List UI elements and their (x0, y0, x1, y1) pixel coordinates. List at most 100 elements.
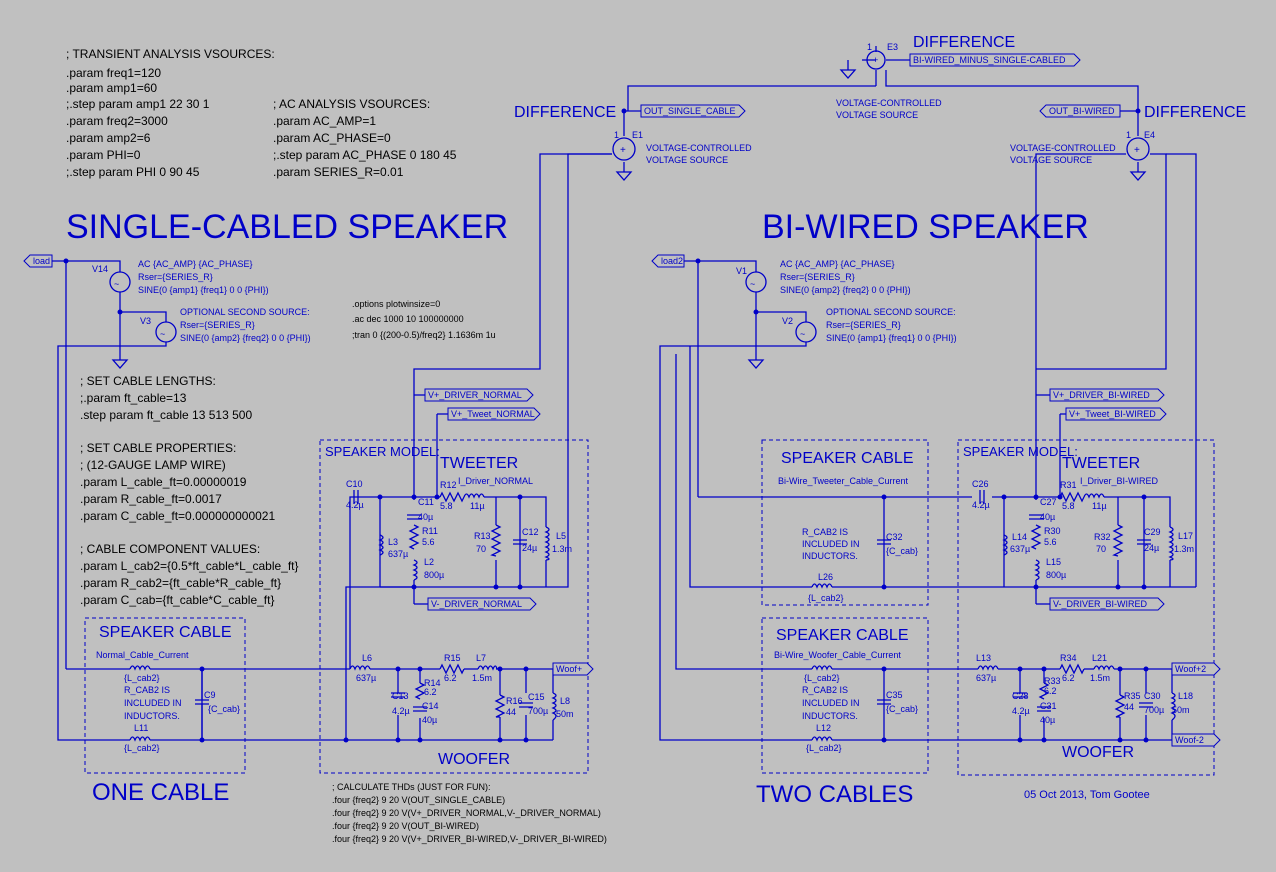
note: R_CAB2 IS (802, 527, 848, 537)
component-value: 44 (506, 707, 516, 717)
source-spec: Rser={SERIES_R} (826, 320, 901, 330)
source-spec: SINE(0 {amp1} {freq1} 0 0 {PHI}) (826, 333, 957, 343)
source-spec: OPTIONAL SECOND SOURCE: (826, 307, 956, 317)
box-speaker-cable-tweeter (761, 439, 929, 606)
directive-line: ;.param ft_cable=13 (80, 391, 187, 405)
directives-cable: ; SET CABLE LENGTHS: ;.param ft_cable=13… (80, 374, 299, 607)
label-tweeter: TWEETER (1062, 455, 1140, 472)
component-name: L8 (560, 696, 570, 706)
net-label-vpt-normal: V+_Tweet_NORMAL (451, 409, 535, 419)
note: INCLUDED IN (802, 539, 860, 549)
component-name: C35 (886, 690, 903, 700)
component-value: 6.2 (444, 673, 457, 683)
resistor-icon (1059, 663, 1085, 675)
resistor-icon (1038, 682, 1050, 700)
component-value: 40µ (418, 512, 433, 522)
component-value: {C_cab} (208, 704, 240, 714)
current-label: Normal_Cable_Current (96, 650, 189, 660)
component-name: C31 (1040, 701, 1057, 711)
vcvs-label: VOLTAGE-CONTROLLED (1010, 143, 1116, 153)
label-difference-top: DIFFERENCE (913, 34, 1015, 51)
component-value: {C_cab} (886, 704, 918, 714)
component-name: L2 (424, 557, 434, 567)
component-value: 700µ (1144, 705, 1164, 715)
component-name: L21 (1092, 653, 1107, 663)
net-label-out-single: OUT_SINGLE_CABLE (644, 106, 736, 116)
component-symbols (129, 490, 1176, 742)
label-woofer: WOOFER (1062, 744, 1134, 761)
resistor-icon (494, 694, 506, 718)
junction-dots (63, 108, 1149, 743)
inductor-icon (551, 692, 557, 721)
component-value: 40µ (1040, 512, 1055, 522)
box-speaker-model-bi (957, 439, 1215, 776)
source-v1[interactable]: ~ (745, 271, 767, 293)
component-name: R16 (506, 696, 523, 706)
source-spec: SINE(0 {amp2} {freq2} 0 0 {PHI}) (780, 285, 911, 295)
directive-line: .param amp1=60 (66, 81, 157, 95)
resistor-icon (490, 524, 502, 557)
component-name: R34 (1060, 653, 1077, 663)
net-label-vm-normal: V-_DRIVER_NORMAL (431, 599, 522, 609)
component-name: L18 (1178, 691, 1193, 701)
label-speaker-cable: SPEAKER CABLE (781, 450, 914, 467)
inductor-icon (811, 665, 833, 671)
component-value: 6.2 (424, 687, 437, 697)
current-label: I_Driver_NORMAL (458, 476, 533, 486)
source-name: V14 (92, 264, 108, 274)
component-name: L13 (976, 653, 991, 663)
source-v3[interactable]: ~ (155, 321, 177, 343)
inductor-icon (811, 736, 833, 742)
source-e1[interactable]: + (612, 137, 636, 161)
capacitor-icon (519, 702, 533, 708)
net-label-woofp: Woof+ (556, 664, 582, 674)
component-value: 4.2µ (346, 500, 364, 510)
box-speaker-model-single (319, 439, 589, 774)
net-label-woofp2: Woof+2 (1175, 664, 1206, 674)
component-name: R15 (444, 653, 461, 663)
component-value: 70 (1096, 544, 1106, 554)
directive-line: .four {freq2} 9 20 V(V+_DRIVER_BI-WIRED,… (332, 834, 607, 844)
directive-line: .four {freq2} 9 20 V(OUT_SINGLE_CABLE) (332, 795, 505, 805)
component-value: 70 (476, 544, 486, 554)
current-label: Bi-Wire_Woofer_Cable_Current (774, 650, 901, 660)
component-value: 4.2µ (972, 500, 990, 510)
capacitor-icon (877, 699, 891, 705)
ground-icon (111, 359, 129, 369)
component-value: {L_cab2} (804, 673, 840, 683)
resistor-icon (1059, 491, 1085, 503)
svg-text:~: ~ (800, 329, 805, 339)
component-name: L15 (1046, 557, 1061, 567)
source-spec: SINE(0 {amp2} {freq2} 0 0 {PHI}) (180, 333, 311, 343)
resistor-icon (414, 682, 426, 700)
directive-line: .step param ft_cable 13 513 500 (80, 408, 252, 422)
directive-line: .param SERIES_R=0.01 (273, 165, 404, 179)
directive-line: .four {freq2} 9 20 V(V+_DRIVER_NORMAL,V-… (332, 808, 601, 818)
source-spec: SINE(0 {amp1} {freq1} 0 0 {PHI}) (138, 285, 269, 295)
source-v14[interactable]: ~ (109, 271, 131, 293)
component-value: {C_cab} (886, 546, 918, 556)
directive-line: ; SET CABLE LENGTHS: (80, 374, 216, 388)
component-value: 637µ (1010, 544, 1030, 554)
component-value: 800µ (424, 570, 444, 580)
voltage-source-icon (795, 321, 817, 343)
svg-text:+: + (620, 145, 626, 156)
directives-options: .options plotwinsize=0 .ac dec 1000 10 1… (352, 299, 496, 340)
directive-line: .ac dec 1000 10 100000000 (352, 314, 464, 324)
directives-transient: ; TRANSIENT ANALYSIS VSOURCES: .param fr… (66, 47, 275, 179)
resistor-icon (1030, 524, 1042, 550)
component-value: 1.5m (472, 673, 492, 683)
label-tweeter: TWEETER (440, 455, 518, 472)
source-e3[interactable]: + (866, 50, 886, 70)
component-name: C29 (1144, 527, 1161, 537)
current-label: Bi-Wire_Tweeter_Cable_Current (778, 476, 909, 486)
source-name: E3 (887, 42, 898, 52)
vcvs-label: VOLTAGE-CONTROLLED (836, 98, 942, 108)
vcvs-icon (866, 50, 886, 70)
component-value: {L_cab2} (806, 743, 842, 753)
capacitor-icon (413, 706, 427, 712)
source-v2[interactable]: ~ (795, 321, 817, 343)
source-e4[interactable]: + (1126, 137, 1150, 161)
